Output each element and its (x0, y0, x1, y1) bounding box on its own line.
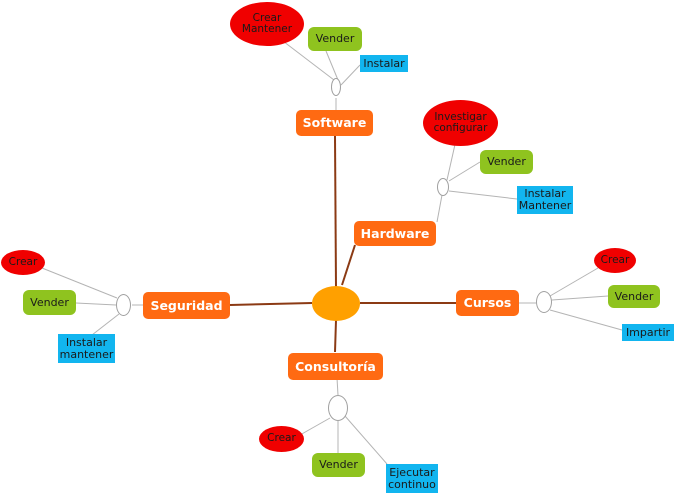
branch-hardware (436, 194, 443, 223)
leaf-line-consultoria-ejecutar (344, 415, 388, 465)
software-vender[interactable]: Vender (308, 27, 362, 51)
leaf-line-hardware-investigar (446, 139, 457, 181)
consultoria-junction (328, 395, 348, 421)
cursos-vender[interactable]: Vender (608, 285, 660, 308)
node-software[interactable]: Software (296, 110, 373, 136)
leaf-line-seguridad-vender (75, 302, 117, 306)
leaf-line-software-instalar (340, 64, 361, 86)
center-hub[interactable] (312, 286, 360, 321)
seguridad-vender[interactable]: Vender (23, 290, 76, 315)
node-seguridad[interactable]: Seguridad (143, 292, 230, 319)
leaf-line-hardware-vender (448, 161, 481, 182)
leaf-line-software-vender (325, 50, 339, 81)
hardware-investigar-configurar[interactable]: Investigar configurar (423, 100, 498, 146)
cursos-junction (536, 291, 552, 313)
hardware-junction (437, 178, 449, 196)
hardware-vender[interactable]: Vender (480, 150, 533, 174)
trunk-hardware (341, 244, 356, 286)
software-junction (331, 78, 341, 96)
trunk-software (334, 135, 337, 289)
seguridad-instalar-mantener[interactable]: Instalar mantener (58, 334, 115, 363)
hardware-instalar-mantener[interactable]: Instalar Mantener (517, 186, 573, 214)
consultoria-vender[interactable]: Vender (312, 453, 365, 477)
leaf-line-cursos-impartir (549, 309, 623, 331)
leaf-line-cursos-crear (549, 267, 599, 297)
leaf-line-hardware-instalar (448, 190, 518, 200)
cursos-impartir[interactable]: Impartir (622, 324, 674, 341)
leaf-line-seguridad-instalar (91, 313, 120, 336)
leaf-line-seguridad-crear (41, 267, 118, 299)
consultoria-crear[interactable]: Crear (259, 426, 304, 452)
trunk-seguridad (229, 302, 313, 306)
branch-consultoria (336, 377, 339, 396)
seguridad-junction (116, 294, 131, 316)
software-instalar[interactable]: Instalar (360, 55, 408, 72)
leaf-line-consultoria-crear (299, 417, 331, 436)
consultoria-ejecutar-continuo[interactable]: Ejecutar continuo (386, 464, 438, 493)
node-cursos[interactable]: Cursos (456, 290, 519, 316)
leaf-line-cursos-vender (551, 295, 609, 301)
node-consultoria[interactable]: Consultoría (288, 353, 383, 380)
software-crear-mantener[interactable]: Crear Mantener (230, 2, 304, 46)
seguridad-crear[interactable]: Crear (1, 250, 45, 275)
node-hardware[interactable]: Hardware (354, 221, 436, 246)
cursos-crear[interactable]: Crear (594, 248, 636, 273)
trunk-consultoria (334, 319, 337, 353)
